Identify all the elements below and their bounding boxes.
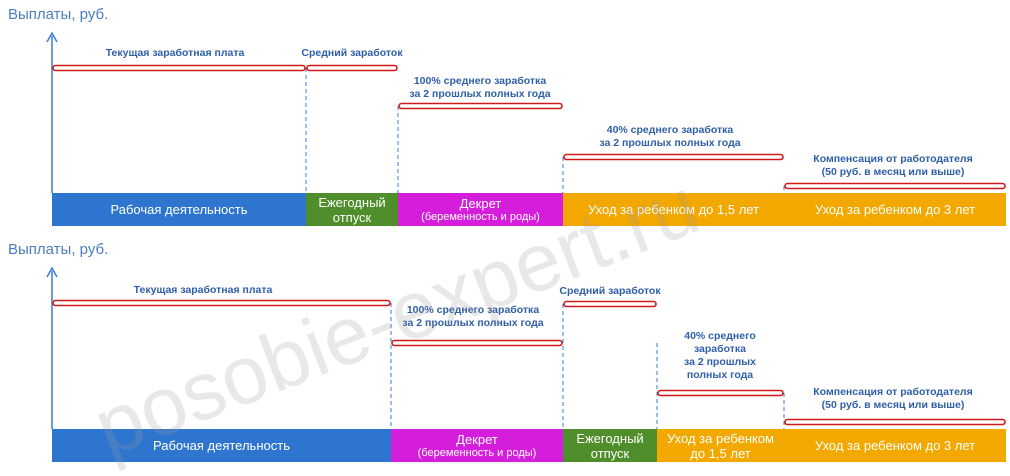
payment-level-line	[52, 299, 391, 307]
period-segment-care3: Уход за ребенком до 3 лет	[784, 429, 1006, 462]
period-label: Уход за ребенком до 3 лет	[814, 202, 976, 217]
panel-title: Выплаты, руб.	[8, 6, 109, 23]
period-label: Уход за ребенком до 3 лет	[814, 438, 976, 453]
diagram-lines	[46, 31, 1006, 193]
payment-label: Средний заработок	[559, 285, 661, 297]
period-label: Рабочая деятельность	[153, 438, 290, 453]
payment-level-line	[784, 182, 1006, 190]
payment-label: Компенсация от работодателя(50 руб. в ме…	[813, 386, 973, 411]
period-segment-decree: Декрет(беременность и роды)	[391, 429, 563, 462]
period-sublabel: (беременность и роды)	[417, 446, 537, 459]
payment-level-line	[52, 64, 306, 72]
payments-diagram-panel: Выплаты, руб. Текущая заработная плата Ср…	[0, 0, 1010, 235]
payment-level-line	[657, 389, 784, 397]
payment-label: Текущая заработная плата	[105, 47, 245, 59]
period-segment-decree: Декрет(беременность и роды)	[398, 193, 563, 226]
period-sublabel: (беременность и роды)	[421, 210, 540, 223]
payment-level-line	[391, 339, 563, 347]
period-segment-work: Рабочая деятельность	[52, 193, 306, 226]
payment-label: Средний заработок	[301, 47, 403, 59]
payments-diagram-panel: Выплаты, руб. Текущая заработная плата 10…	[0, 235, 1010, 470]
period-segment-care15: Уход за ребенком до 1,5 лет	[563, 193, 784, 226]
diagram-lines	[46, 266, 1006, 429]
payment-level-line	[563, 300, 657, 308]
period-segment-work: Рабочая деятельность	[52, 429, 391, 462]
period-segment-care3: Уход за ребенком до 3 лет	[784, 193, 1006, 226]
y-axis-arrow-icon	[46, 266, 58, 278]
panel-title: Выплаты, руб.	[8, 241, 109, 258]
payment-level-line	[306, 64, 398, 72]
payment-level-line	[563, 153, 784, 161]
payment-label: Компенсация от работодателя(50 руб. в ме…	[813, 153, 973, 178]
period-label: Уход за ребенком до 1,5 лет	[587, 202, 760, 217]
period-label: Декрет	[456, 431, 498, 447]
period-label: Декрет	[459, 195, 502, 211]
payment-label: Текущая заработная плата	[133, 284, 273, 296]
y-axis-arrow-icon	[46, 31, 58, 43]
period-label: Рабочая деятельность	[110, 202, 248, 217]
payment-level-line	[784, 418, 1006, 426]
payment-level-line	[398, 102, 563, 110]
